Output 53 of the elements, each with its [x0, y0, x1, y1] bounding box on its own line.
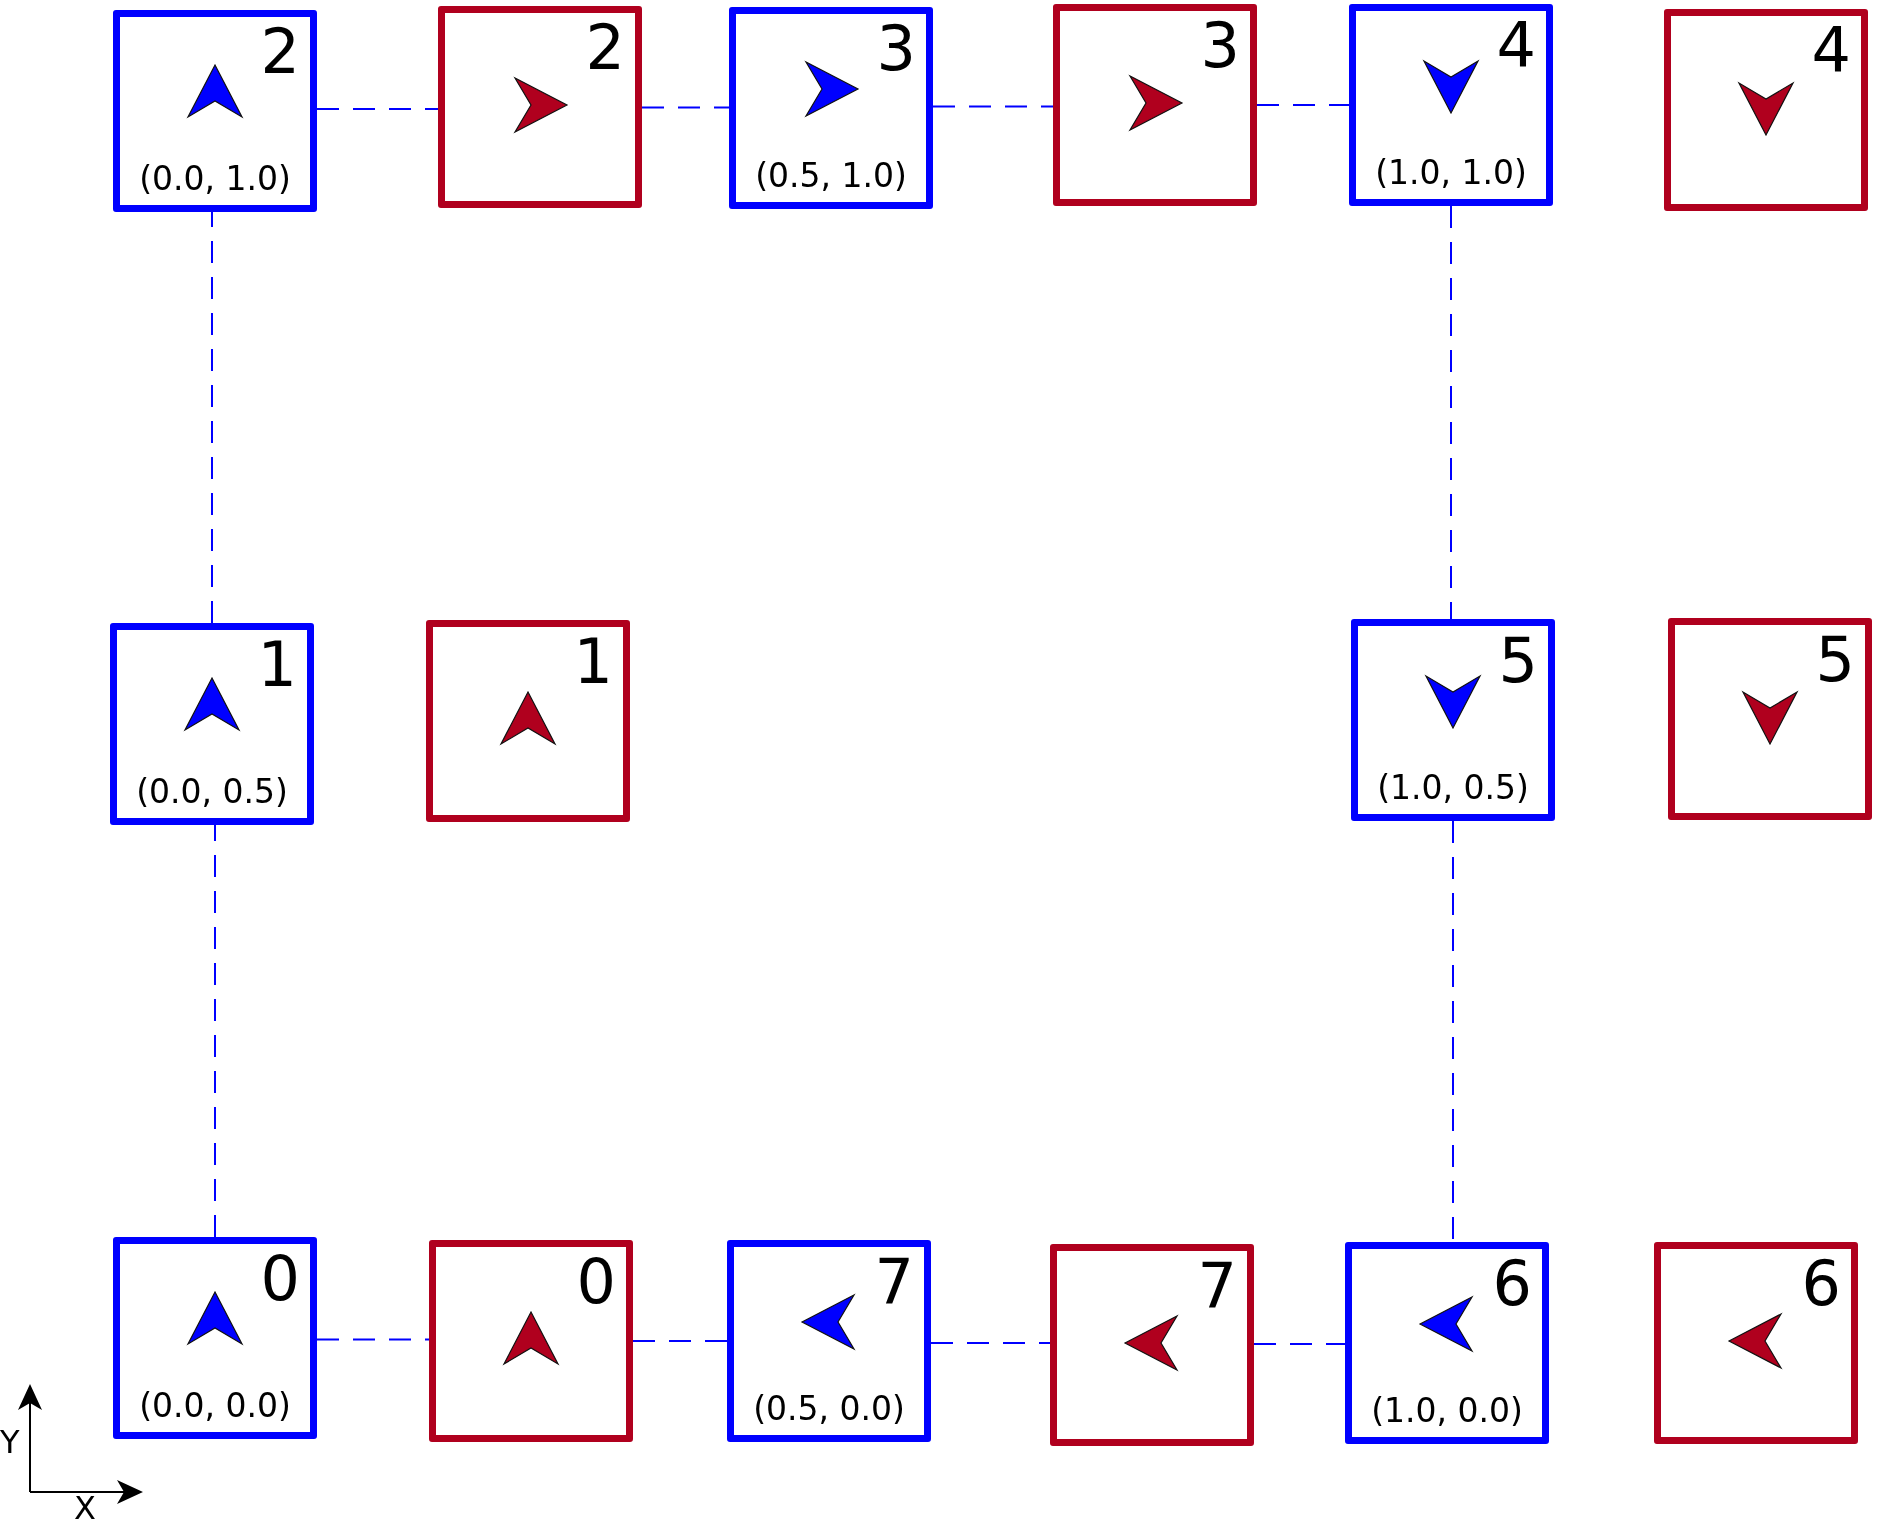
box-number: 7: [874, 1251, 914, 1313]
square-box: [1345, 1242, 1549, 1444]
connector-line: [214, 824, 216, 1238]
box-number: 0: [260, 1248, 300, 1310]
box-number: 5: [1815, 629, 1855, 691]
box-number: 4: [1496, 15, 1536, 77]
square-box: [438, 6, 642, 208]
box-number: 5: [1498, 630, 1538, 692]
axis-label: Y: [0, 1426, 20, 1458]
square-box: [113, 10, 317, 212]
square-box: [110, 623, 314, 825]
connector-line: [1256, 104, 1350, 106]
square-box: [429, 1240, 633, 1442]
box-number: 3: [876, 18, 916, 80]
coordinate-label: (0.5, 0.0): [752, 1392, 906, 1425]
connector-line: [1253, 1343, 1346, 1345]
square-box: [1654, 1242, 1858, 1444]
square-box: [1668, 618, 1872, 820]
box-number: 6: [1801, 1253, 1841, 1315]
square-box: [1050, 1244, 1254, 1446]
box-number: 3: [1200, 15, 1240, 77]
connector-line: [316, 1338, 430, 1341]
box-number: 1: [257, 634, 297, 696]
coordinate-label: (1.0, 1.0): [1374, 156, 1528, 189]
connector-line: [316, 108, 439, 110]
connector-line: [1450, 205, 1452, 620]
coordinate-label: (1.0, 0.0): [1370, 1394, 1524, 1427]
box-number: 2: [260, 21, 300, 83]
axis-label: X: [74, 1492, 96, 1522]
connector-line: [641, 106, 730, 109]
connector-line: [932, 105, 1054, 108]
box-number: 7: [1197, 1255, 1237, 1317]
square-box: [1664, 9, 1868, 211]
connector-line: [930, 1342, 1051, 1344]
coordinate-label: (0.0, 1.0): [138, 162, 292, 195]
coordinate-label: (0.0, 0.5): [135, 775, 289, 808]
box-number: 0: [576, 1251, 616, 1313]
box-number: 6: [1492, 1253, 1532, 1315]
connector-line: [632, 1340, 728, 1342]
square-box: [426, 620, 630, 822]
square-box: [1351, 619, 1555, 821]
connector-line: [211, 211, 213, 624]
coordinate-label: (0.0, 0.0): [138, 1389, 292, 1422]
box-number: 1: [573, 631, 613, 693]
coordinate-label: (1.0, 0.5): [1376, 771, 1530, 804]
box-number: 2: [585, 17, 625, 79]
square-box: [1053, 4, 1257, 206]
square-box: [729, 7, 933, 209]
square-box: [727, 1240, 931, 1442]
coordinate-label: (0.5, 1.0): [754, 159, 908, 192]
box-number: 4: [1811, 20, 1851, 82]
square-box: [1349, 4, 1553, 206]
square-box: [113, 1237, 317, 1439]
